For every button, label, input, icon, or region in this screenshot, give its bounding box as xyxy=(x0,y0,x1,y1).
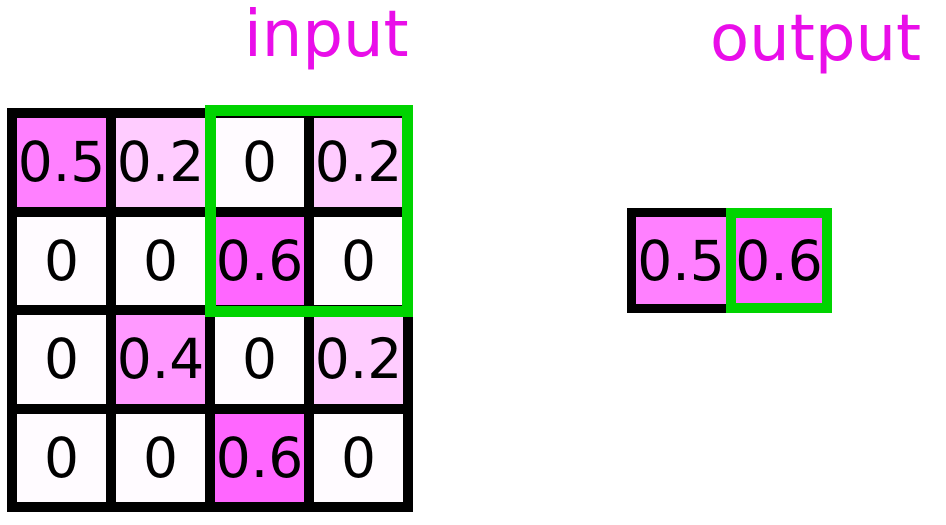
output-cell-r1c1: 0.5 xyxy=(627,208,726,313)
input-cell-r4c3: 0.6 xyxy=(215,413,304,502)
input-cell-r3c2: 0.4 xyxy=(116,315,205,404)
output-cell-r1c2: 0.6 xyxy=(726,208,832,313)
input-cell-r3c4: 0.2 xyxy=(314,315,403,404)
input-cell-r1c2: 0.2 xyxy=(116,118,205,207)
input-cell-r3c3: 0 xyxy=(215,315,304,404)
input-cell-r2c1: 0 xyxy=(17,216,106,305)
input-cell-r2c4: 0 xyxy=(314,216,403,305)
input-cell-r4c1: 0 xyxy=(17,413,106,502)
input-cell-r2c3: 0.6 xyxy=(215,216,304,305)
input-cell-r1c1: 0.5 xyxy=(17,118,106,207)
input-cell-r1c4: 0.2 xyxy=(314,118,403,207)
input-cell-r4c4: 0 xyxy=(314,413,403,502)
input-cell-r4c2: 0 xyxy=(116,413,205,502)
input-cell-r3c1: 0 xyxy=(17,315,106,404)
input-cell-r1c3: 0 xyxy=(215,118,304,207)
input-cell-r2c2: 0 xyxy=(116,216,205,305)
output-title: output xyxy=(710,2,922,76)
input-title: input xyxy=(244,0,409,72)
